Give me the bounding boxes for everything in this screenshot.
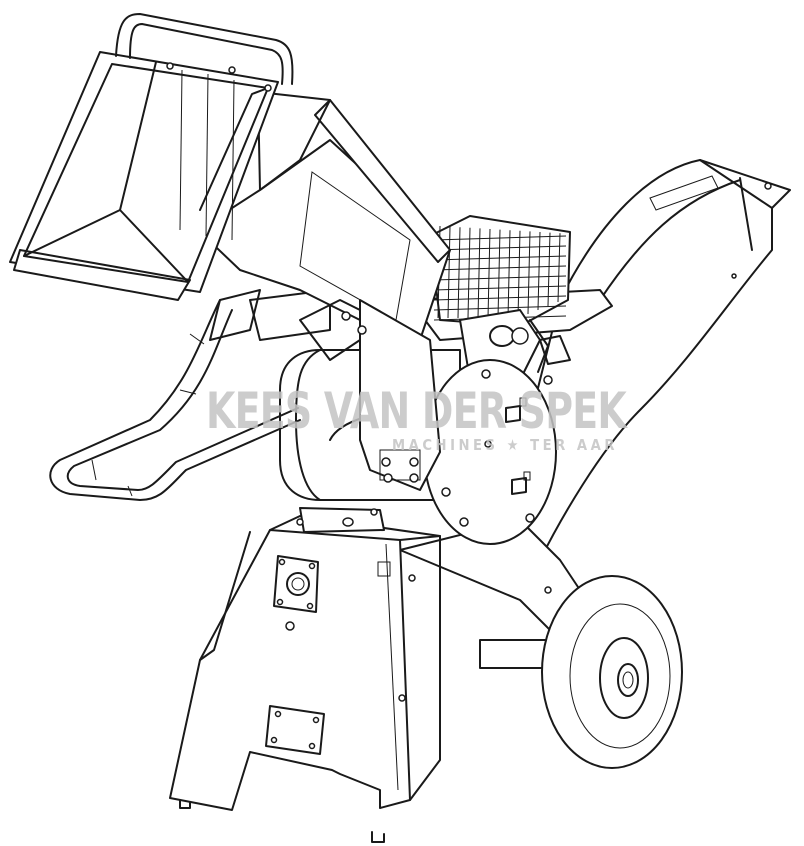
cage-bar bbox=[517, 230, 521, 319]
power-socket bbox=[273, 555, 319, 631]
discharge-chute bbox=[499, 159, 791, 561]
feed-hopper-funnel bbox=[9, 51, 279, 301]
front-handlebar bbox=[49, 299, 367, 501]
wheel bbox=[541, 575, 683, 769]
hopper-body bbox=[197, 91, 451, 491]
cage-bar bbox=[433, 295, 567, 301]
hopper-top-handle bbox=[115, 13, 294, 85]
cage-bar bbox=[497, 229, 501, 319]
cage-bar bbox=[507, 230, 511, 319]
watermark: KEES VAN DER SPEK MACHINES ★ TER AAR bbox=[206, 382, 629, 454]
cage-bar bbox=[433, 275, 567, 281]
cage-bar bbox=[433, 305, 567, 311]
pedestal-label-square bbox=[377, 561, 391, 577]
flywheel-cover bbox=[423, 359, 557, 545]
pedestal-feet bbox=[179, 574, 552, 843]
cage-bar bbox=[433, 255, 567, 261]
watermark-sub-text: MACHINES ★ TER AAR bbox=[392, 436, 618, 454]
side-infeed-chute bbox=[209, 289, 331, 341]
cage-bar bbox=[557, 233, 561, 303]
watermark-main-text: KEES VAN DER SPEK bbox=[206, 382, 628, 440]
pedestal-access-plate bbox=[265, 705, 325, 755]
cage-bar bbox=[467, 227, 471, 319]
cage-bar bbox=[447, 226, 451, 319]
pedestal-base bbox=[169, 507, 441, 811]
cage-bar bbox=[487, 228, 491, 319]
cage-bar bbox=[433, 245, 567, 251]
cage-bar bbox=[547, 232, 551, 307]
cage-bar bbox=[527, 231, 531, 315]
cage-bar bbox=[477, 228, 481, 319]
engine-guard-cage bbox=[429, 215, 571, 327]
cage-bar bbox=[433, 285, 567, 291]
cage-bar bbox=[457, 227, 461, 319]
cage-bar bbox=[433, 265, 567, 271]
cage-bar bbox=[433, 235, 567, 241]
